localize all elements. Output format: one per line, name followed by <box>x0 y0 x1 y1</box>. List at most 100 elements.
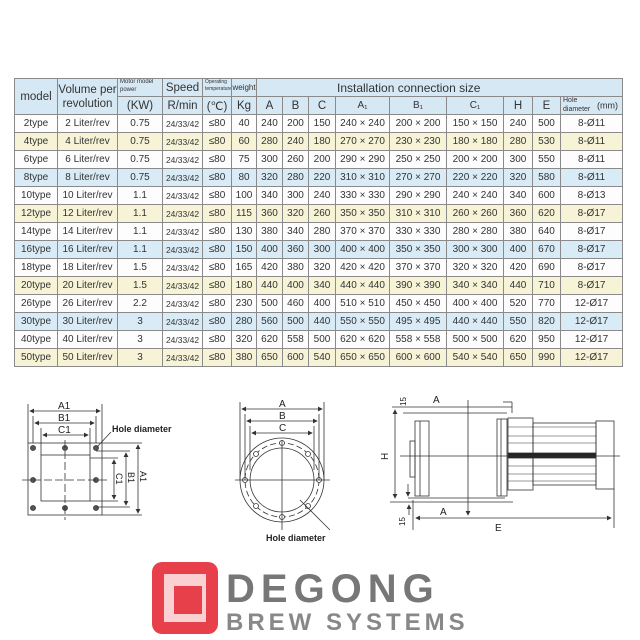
cell-B1: 290 × 290 <box>389 186 447 205</box>
cell-A: 320 <box>256 168 283 187</box>
header-hole-label: Hole diameter <box>563 97 591 113</box>
label-B: B <box>279 411 286 422</box>
cell-hole-diameter: 8-Ø11 <box>559 132 624 151</box>
label-E: E <box>495 523 502 534</box>
cell-A1: 620 × 620 <box>335 330 390 349</box>
watermark-logo: DEGONG BREW SYSTEMS <box>152 562 465 636</box>
cell-A1: 270 × 270 <box>335 132 390 151</box>
drawings: A1 B1 C1 Hole diameter A1 B1 C1 A B C Ho… <box>22 395 620 543</box>
cell-C: 500 <box>308 330 336 349</box>
cell-C1: 240 × 240 <box>446 186 504 205</box>
cell-temperature: ≤80 <box>202 276 232 295</box>
cell-C1: 400 × 400 <box>446 294 504 313</box>
header-B1: B₁ <box>389 96 447 115</box>
cell-volume: 8 Liter/rev <box>57 168 118 187</box>
cell-B: 300 <box>282 186 309 205</box>
cell-E: 530 <box>532 132 561 151</box>
cell-hole-diameter: 8-Ø17 <box>559 258 624 277</box>
header-B: B <box>282 96 309 115</box>
cell-A1: 420 × 420 <box>335 258 390 277</box>
cell-A1: 650 × 650 <box>335 348 390 367</box>
cell-H: 420 <box>503 258 533 277</box>
cell-E: 600 <box>532 186 561 205</box>
cell-C1: 500 × 500 <box>446 330 504 349</box>
cell-H: 550 <box>503 312 533 331</box>
cell-volume: 18 Liter/rev <box>57 258 118 277</box>
cell-E: 710 <box>532 276 561 295</box>
cell-model: 18type <box>14 258 58 277</box>
cell-A1: 240 × 240 <box>335 114 390 133</box>
label-gap-top: 15 <box>399 397 408 406</box>
cell-E: 770 <box>532 294 561 313</box>
cell-A1: 550 × 550 <box>335 312 390 331</box>
cell-C1: 220 × 220 <box>446 168 504 187</box>
cell-C1: 540 × 540 <box>446 348 504 367</box>
header-model: model <box>14 78 58 115</box>
cell-B1: 230 × 230 <box>389 132 447 151</box>
cell-volume: 50 Liter/rev <box>57 348 118 367</box>
cell-temperature: ≤80 <box>202 348 232 367</box>
cell-C1: 320 × 320 <box>446 258 504 277</box>
label-A-bottom: A <box>440 507 447 518</box>
cell-A: 360 <box>256 204 283 223</box>
square-flange-drawing: A1 B1 C1 Hole diameter A1 B1 C1 <box>22 401 172 520</box>
cell-hole-diameter: 8-Ø17 <box>559 204 624 223</box>
cell-B: 380 <box>282 258 309 277</box>
label-C1: C1 <box>58 425 71 436</box>
cell-speed: 24/33/42 <box>162 114 203 133</box>
label-C: C <box>279 423 286 434</box>
cell-B1: 558 × 558 <box>389 330 447 349</box>
header-weight-unit: Kg <box>231 96 257 115</box>
label-hole-diameter: Hole diameter <box>112 424 172 434</box>
logo-mark <box>152 562 218 634</box>
logo-text-brand: DEGONG <box>226 567 440 611</box>
cell-volume: 2 Liter/rev <box>57 114 118 133</box>
header-C: C <box>308 96 336 115</box>
cell-weight: 80 <box>231 168 257 187</box>
cell-A1: 350 × 350 <box>335 204 390 223</box>
cell-A: 300 <box>256 150 283 169</box>
cell-H: 340 <box>503 186 533 205</box>
cell-H: 320 <box>503 168 533 187</box>
cell-speed: 24/33/42 <box>162 204 203 223</box>
header-A: A <box>256 96 283 115</box>
cell-C: 220 <box>308 168 336 187</box>
cell-A: 560 <box>256 312 283 331</box>
label-A: A <box>279 399 286 410</box>
cell-speed: 24/33/42 <box>162 150 203 169</box>
cell-A: 440 <box>256 276 283 295</box>
cell-speed: 24/33/42 <box>162 330 203 349</box>
cell-A: 380 <box>256 222 283 241</box>
cell-A: 400 <box>256 240 283 259</box>
cell-A: 650 <box>256 348 283 367</box>
cell-H: 300 <box>503 150 533 169</box>
label-B1-vertical: B1 <box>126 472 136 483</box>
header-speed: Speed <box>162 78 203 97</box>
cell-A1: 400 × 400 <box>335 240 390 259</box>
cell-model: 6type <box>14 150 58 169</box>
cell-model: 30type <box>14 312 58 331</box>
cell-C1: 200 × 200 <box>446 150 504 169</box>
cell-C: 180 <box>308 132 336 151</box>
cell-temperature: ≤80 <box>202 186 232 205</box>
cell-B: 360 <box>282 240 309 259</box>
cell-B: 460 <box>282 294 309 313</box>
cell-hole-diameter: 8-Ø11 <box>559 168 624 187</box>
cell-E: 580 <box>532 168 561 187</box>
cell-hole-diameter: 8-Ø17 <box>559 222 624 241</box>
cell-model: 14type <box>14 222 58 241</box>
cell-power: 3 <box>117 330 163 349</box>
cell-C1: 300 × 300 <box>446 240 504 259</box>
label-A1: A1 <box>58 401 71 412</box>
cell-speed: 24/33/42 <box>162 132 203 151</box>
